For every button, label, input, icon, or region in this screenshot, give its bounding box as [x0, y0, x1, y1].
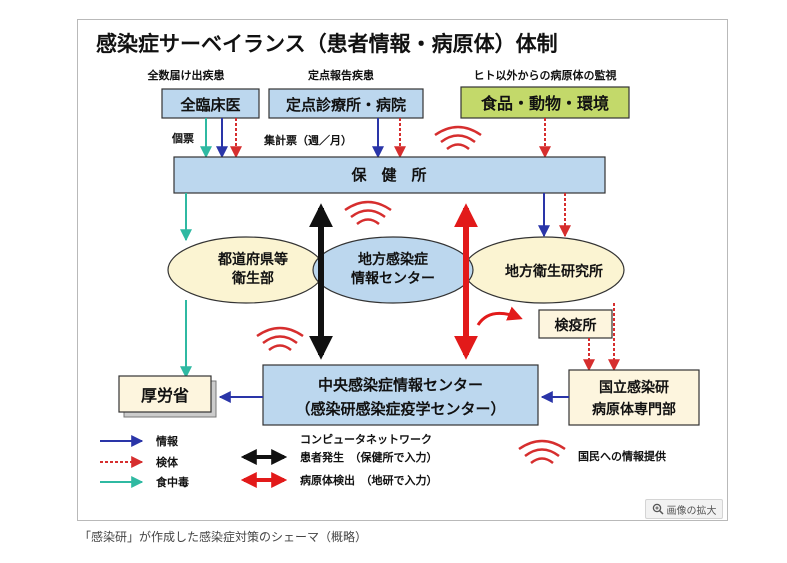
legend-public-info-label: 国民への情報提供 [578, 449, 666, 463]
label-shukeihyo: 集計票（週／月） [263, 133, 352, 147]
legend-patient-label: 患者発生 （保健所で入力） [300, 450, 438, 464]
broadcast-icon-middle [344, 200, 392, 225]
box-chuo-line2: （感染研感染症疫学センター） [295, 400, 505, 418]
box-zenrinshoi: 全臨床医 [161, 88, 260, 119]
box-kokuritsu-line1: 国立感染研 [599, 379, 669, 396]
box-hokenjo: 保 健 所 [173, 156, 606, 194]
zoom-image-button[interactable]: 画像の拡大 [645, 499, 723, 519]
legend-network-label: コンピュータネットワーク [300, 433, 432, 446]
legend: 情報 検体 食中毒 コンピュータネットワーク 患者発生 （保健所で入力） 病原体… [100, 433, 666, 489]
broadcast-icon-lower [256, 326, 304, 351]
label-hito-igai: ヒト以外からの病原体の監視 [474, 68, 617, 82]
legend-pathogen-label: 病原体検出 （地研で入力） [300, 473, 438, 487]
ellipse-todofuken-line2: 衛生部 [231, 270, 274, 287]
legend-specimen-label: 検体 [156, 455, 179, 469]
ellipse-todofuken-line1: 都道府県等 [217, 251, 288, 268]
box-chuo-line1: 中央感染症情報センター [318, 376, 483, 394]
zoom-image-label: 画像の拡大 [666, 505, 717, 517]
box-koseirodosho-label: 厚労省 [141, 386, 189, 405]
box-kenekijo: 検疫所 [538, 309, 613, 339]
ellipse-chiho-center: 地方感染症 情報センター [312, 236, 474, 304]
box-kokuritsu-line2: 病原体専門部 [592, 401, 676, 418]
label-kohyo: 個票 [171, 131, 194, 145]
box-teiten-shinryo-label: 定点診療所・病院 [286, 96, 406, 114]
box-kokuritsu: 国立感染研 病原体専門部 [568, 369, 700, 426]
box-teiten-shinryo: 定点診療所・病院 [268, 88, 424, 119]
box-shokuhin: 食品・動物・環境 [460, 86, 630, 119]
box-shokuhin-label: 食品・動物・環境 [480, 94, 609, 113]
ellipse-chiho-eisei-label: 地方衛生研究所 [505, 263, 603, 280]
box-chuo-center: 中央感染症情報センター （感染研感染症疫学センター） [262, 364, 539, 426]
box-koseirodosho: 厚労省 [118, 375, 217, 418]
ellipse-chiho-center-line1: 地方感染症 [358, 251, 428, 268]
ellipse-chiho-eisei: 地方衛生研究所 [463, 236, 625, 304]
image-caption: 「感染研」が作成した感染症対策のシェーマ（概略） [79, 530, 368, 544]
label-teiten: 定点報告疾患 [308, 68, 374, 82]
diagram-title: 感染症サーベイランス（患者情報・病原体）体制 [96, 32, 558, 56]
arrow-curve-kenekijo [476, 306, 523, 326]
ellipse-todofuken: 都道府県等 衛生部 [167, 236, 325, 304]
box-zenrinshoi-label: 全臨床医 [179, 96, 240, 114]
surveillance-diagram: 感染症サーベイランス（患者情報・病原体）体制 全数届け出疾患 定点報告疾患 ヒト… [96, 32, 700, 489]
magnifier-icon [652, 503, 664, 515]
broadcast-icon-top [434, 125, 482, 150]
legend-info-label: 情報 [156, 434, 179, 448]
box-hokenjo-label: 保 健 所 [350, 166, 426, 184]
legend-broadcast-icon [518, 439, 566, 464]
ellipse-chiho-center-line2: 情報センター [351, 270, 435, 287]
diagram-frame: 感染症サーベイランス（患者情報・病原体）体制 全数届け出疾患 定点報告疾患 ヒト… [77, 19, 728, 521]
label-zenkoku: 全数届け出疾患 [147, 68, 225, 82]
box-kenekijo-label: 検疫所 [555, 317, 597, 334]
legend-food-label: 食中毒 [156, 475, 189, 489]
